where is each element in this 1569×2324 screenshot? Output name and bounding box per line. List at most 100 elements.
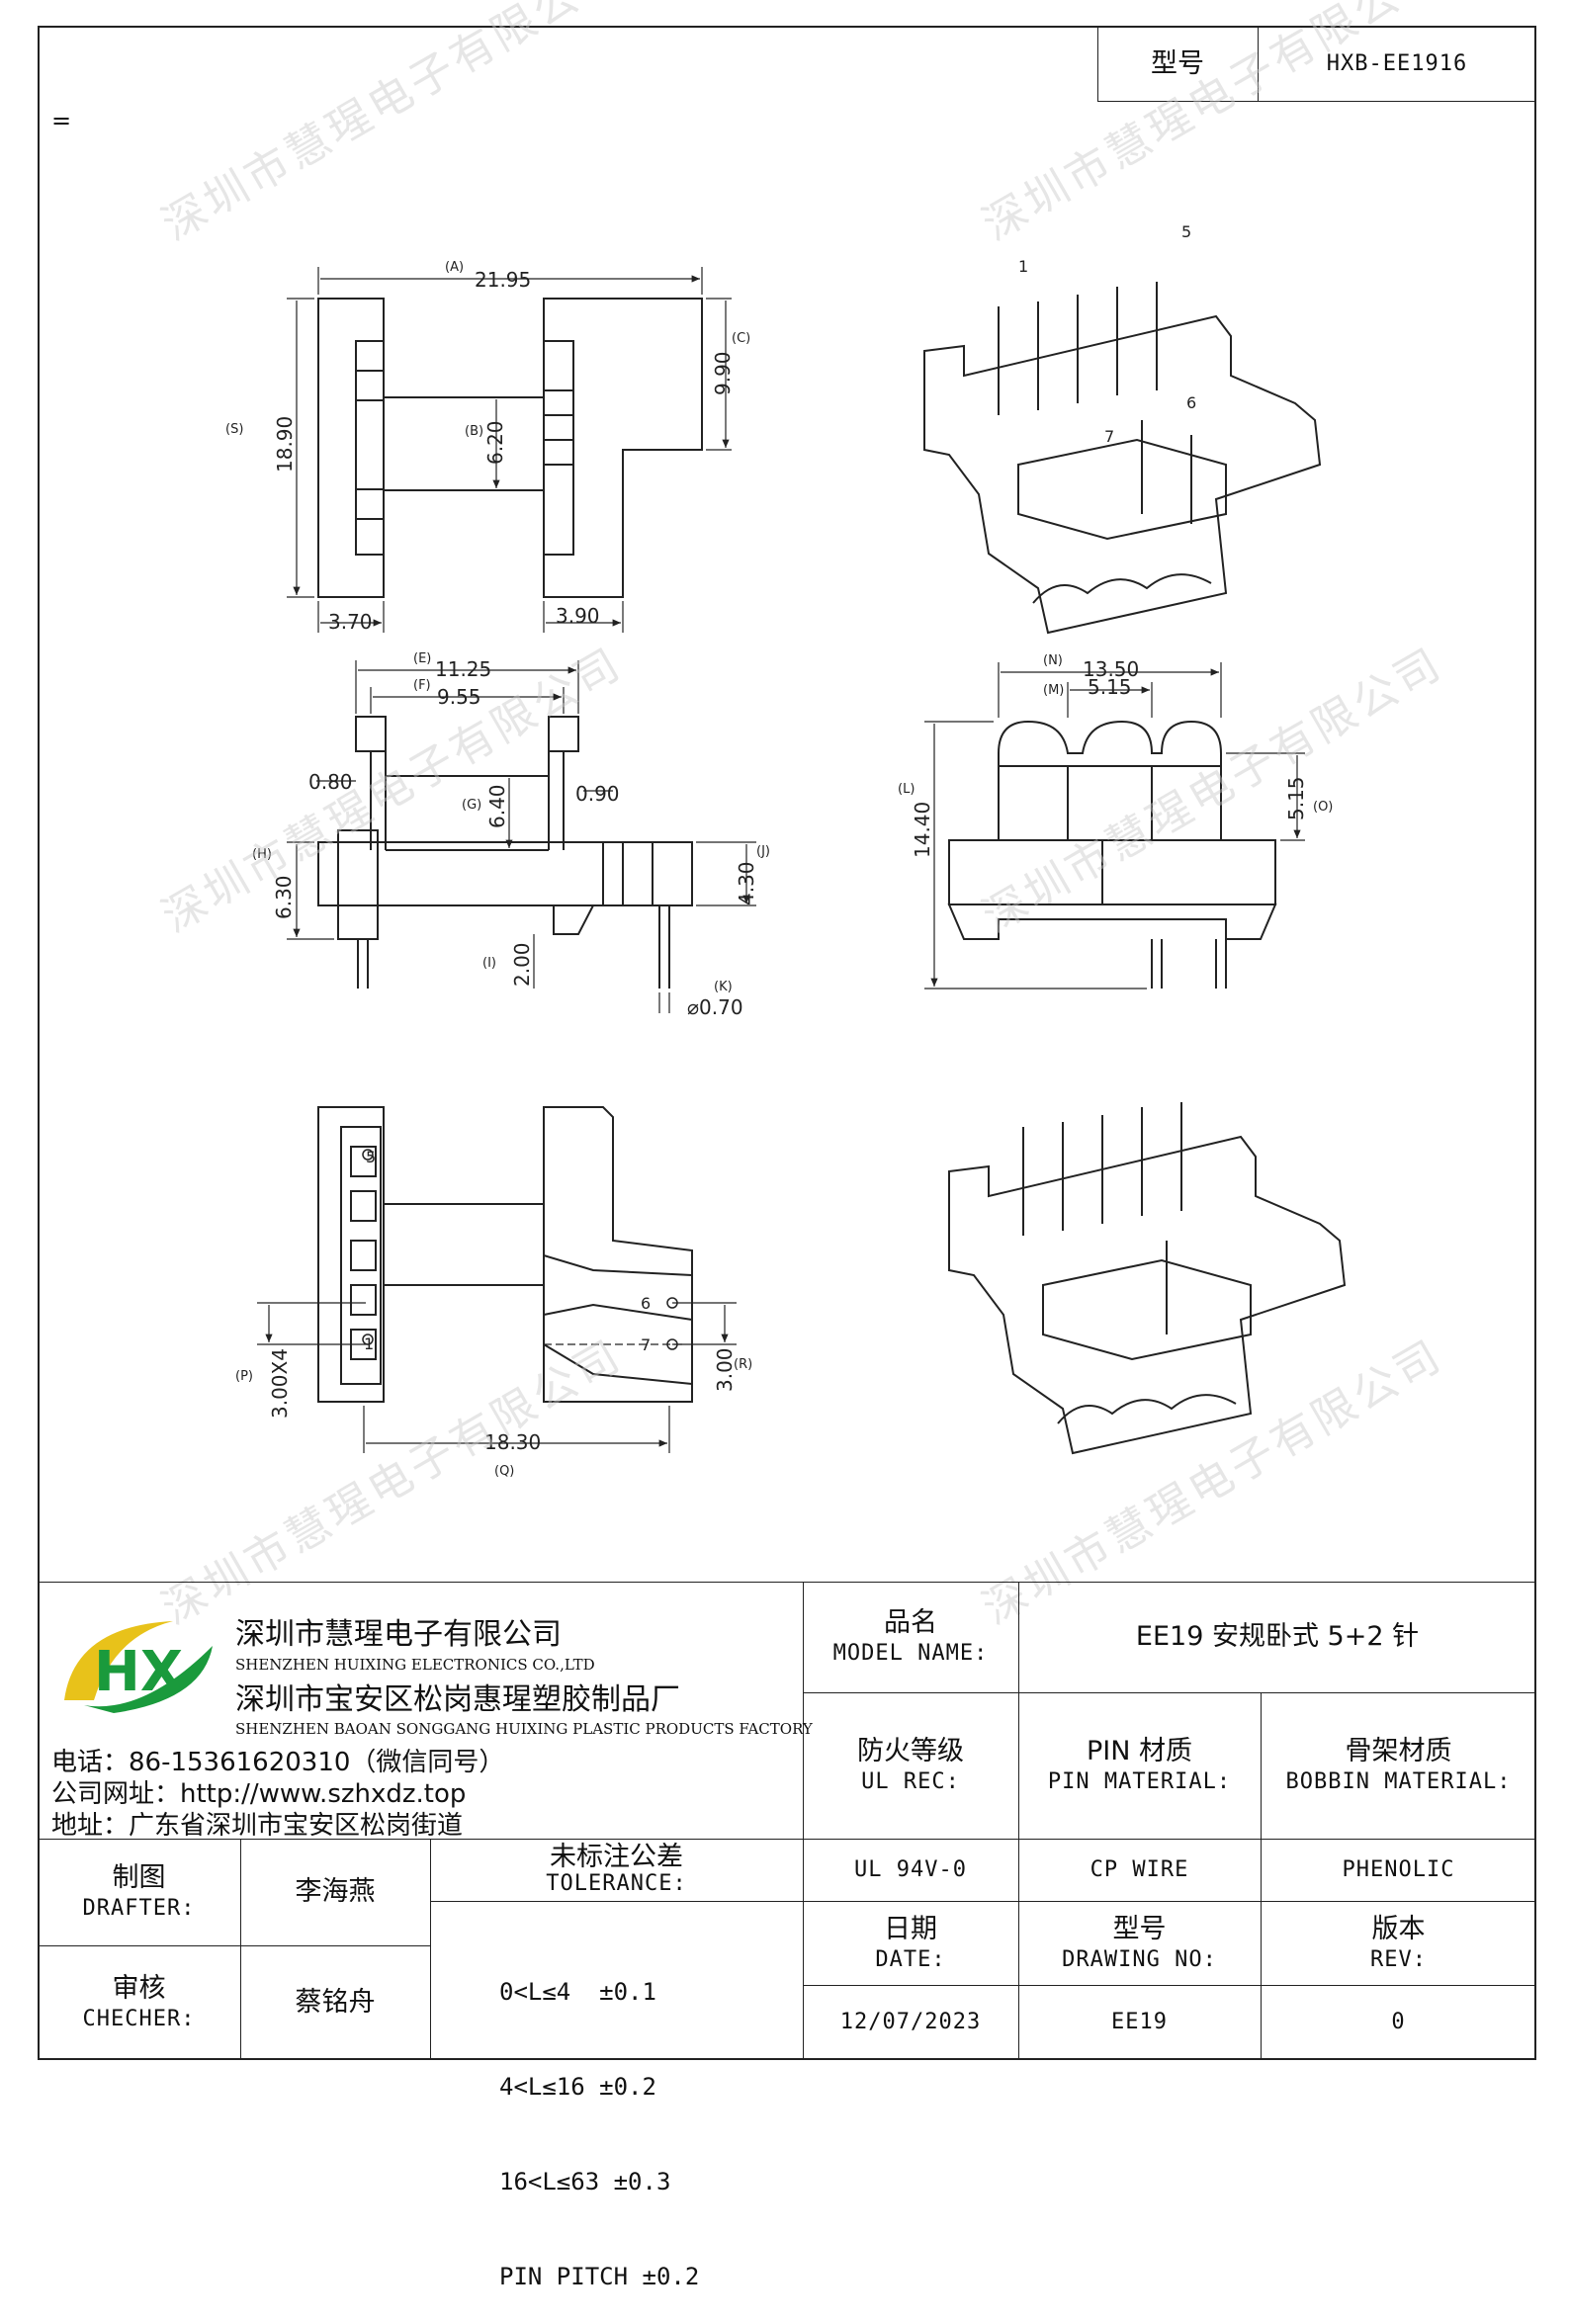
dim-Q-value: 18.30 [484, 1430, 541, 1454]
dim-J-tag: (J) [756, 844, 770, 859]
view-mid-left [317, 716, 693, 989]
header-model-value: HXB-EE1916 [1326, 50, 1468, 76]
dim-G-value: 6.40 [485, 784, 509, 828]
dim-E-tag: (E) [413, 651, 431, 666]
rev-label-en: REV: [1370, 1946, 1427, 1972]
dim-K-value: ⌀0.70 [687, 995, 743, 1019]
view-iso-bottom [948, 1102, 1347, 1455]
drafter-label-cn: 制图 [112, 1862, 166, 1893]
drawing-frame [38, 26, 1536, 2060]
view-top-left [317, 298, 703, 598]
header-model-box [1097, 26, 1536, 102]
ul-rec-label-en: UL REC: [861, 1769, 960, 1794]
factory-name-cn: 深圳市宝安区松岗惠瑆塑胶制品厂 [235, 1682, 680, 1717]
dim-w1-value: 3.70 [328, 610, 373, 634]
dim-L-value: 14.40 [911, 802, 934, 858]
drafter-label-en: DRAFTER: [82, 1896, 196, 1921]
header-model-label: 型号 [1151, 47, 1204, 79]
tolerance-label: 未标注公差 TOLERANCE: [430, 1839, 803, 1901]
dim-H-tag: (H) [252, 847, 272, 862]
date-label-en: DATE: [875, 1946, 946, 1972]
date-label-cn: 日期 [884, 1913, 937, 1944]
dim-Q-tag: (Q) [494, 1464, 514, 1479]
dim-I-value: 2.00 [510, 942, 534, 987]
drafter-label: 制图 DRAFTER: [38, 1839, 240, 1945]
dim-w2-value: 3.90 [556, 604, 600, 628]
technical-drawing: (A) 21.95 (C) 9.90 (S) 18.90 (B) 6.20 3.… [225, 222, 1347, 1479]
drawing-no-label-cn: 型号 [1112, 1913, 1167, 1944]
model-name-label: 品名 MODEL NAME: [803, 1582, 1018, 1692]
bobbin-material-label: 骨架材质 BOBBIN MATERIAL: [1261, 1692, 1536, 1839]
dim-R-value: 3.00 [713, 1347, 737, 1392]
bobbin-material-value: PHENOLIC [1342, 1856, 1455, 1882]
flange-right-tl [543, 298, 703, 598]
pin-material-value: CP WIRE [1090, 1856, 1189, 1882]
factory-name-en: SHENZHEN BAOAN SONGGANG HUIXING PLASTIC … [235, 1720, 813, 1738]
dim-P-value: 3.00X4 [268, 1348, 292, 1419]
dim-N-tag: (N) [1043, 653, 1063, 668]
dim-M-value: 5.15 [1088, 675, 1132, 699]
ul-rec-label: 防火等级 UL REC: [803, 1692, 1018, 1839]
tolerance-line: 16<L≤63 ±0.3 [499, 2168, 671, 2195]
dim-A-tag: (A) [445, 260, 464, 275]
rev-label: 版本 REV: [1261, 1901, 1536, 1985]
ul-rec-label-cn: 防火等级 [857, 1736, 964, 1766]
dim-N-value: 13.50 [1083, 657, 1139, 681]
ul-rec-value: UL 94V-0 [854, 1856, 967, 1882]
rev-label-cn: 版本 [1371, 1913, 1426, 1944]
dim-F-value: 9.55 [437, 685, 481, 709]
stray-mark: = [51, 107, 72, 134]
dim-H-value: 6.30 [272, 875, 296, 919]
view-bottom-left [317, 1106, 693, 1403]
dim-F-tag: (F) [413, 678, 431, 693]
dim-080-value: 0.80 [308, 770, 353, 794]
pin-material-label-cn: PIN 材质 [1086, 1736, 1193, 1766]
drafter-name: 李海燕 [295, 1876, 376, 1907]
dim-I-tag: (I) [482, 956, 496, 971]
pin-label-5-bottom: 5 [366, 1148, 376, 1166]
logo-letters: HX [94, 1640, 183, 1704]
pin-label-1-top: 1 [1018, 257, 1028, 276]
view-iso-top [923, 282, 1322, 635]
dim-K-tag: (K) [714, 980, 733, 994]
company-phone: 电话：86-15361620310（微信同号） [51, 1748, 505, 1777]
dim-S-value: 18.90 [273, 416, 297, 473]
dim-B-tag: (B) [465, 424, 483, 439]
checker-name: 蔡铭舟 [295, 1987, 376, 2018]
company-name-cn: 深圳市慧瑆电子有限公司 [235, 1617, 562, 1652]
dim-J-value: 4.30 [735, 861, 758, 905]
drawing-no-label: 型号 DRAWING NO: [1018, 1901, 1261, 1985]
model-name-label-cn: 品名 [884, 1607, 937, 1638]
pin-label-5-top: 5 [1181, 222, 1191, 241]
bobbin-material-label-cn: 骨架材质 [1345, 1736, 1452, 1766]
pin-material-label-en: PIN MATERIAL: [1047, 1769, 1232, 1794]
view-mid-right [947, 720, 1277, 989]
flange-left-tl [317, 298, 385, 598]
drawing-no-label-en: DRAWING NO: [1062, 1946, 1217, 1972]
pin-label-6-top: 6 [1186, 393, 1196, 412]
dim-M-tag: (M) [1043, 683, 1064, 698]
pin-label-1-bottom: 1 [364, 1334, 374, 1353]
tolerance-line: PIN PITCH ±0.2 [499, 2263, 700, 2290]
tolerance-label-cn: 未标注公差 [550, 1841, 683, 1872]
dim-R-tag: (R) [734, 1357, 752, 1372]
dim-E-value: 11.25 [435, 657, 491, 681]
dim-B-value: 6.20 [483, 420, 507, 465]
company-website: 公司网址：http://www.szhxdz.top [51, 1779, 467, 1809]
checker-label-cn: 审核 [112, 1973, 166, 2004]
company-name-en: SHENZHEN HUIXING ELECTRONICS CO.,LTD [235, 1656, 595, 1674]
date-value: 12/07/2023 [839, 2010, 982, 2034]
company-logo: HX [54, 1606, 227, 1720]
rev-value: 0 [1391, 2010, 1406, 2034]
dim-L-tag: (L) [898, 782, 915, 797]
dim-P-tag: (P) [235, 1369, 253, 1384]
pin-label-7-bottom: 7 [641, 1335, 651, 1354]
pin-material-label: PIN 材质 PIN MATERIAL: [1018, 1692, 1261, 1839]
dim-C-tag: (C) [732, 331, 750, 346]
dim-090-value: 0.90 [575, 782, 620, 806]
pin-label-7-top: 7 [1104, 427, 1114, 446]
date-label: 日期 DATE: [803, 1901, 1018, 1985]
tolerance-label-en: TOLERANCE: [546, 1870, 687, 1896]
tolerance-line: 4<L≤16 ±0.2 [499, 2073, 656, 2101]
model-name-label-en: MODEL NAME: [832, 1641, 989, 1666]
